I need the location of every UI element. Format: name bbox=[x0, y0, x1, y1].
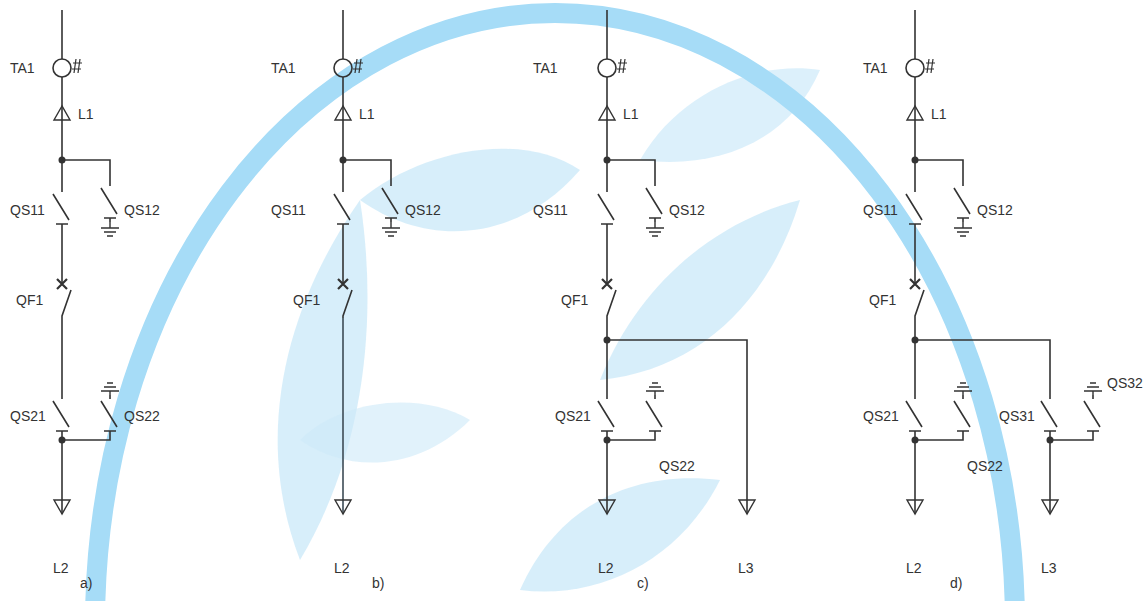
component-label: L1 bbox=[78, 106, 94, 122]
component-label: QF1 bbox=[293, 292, 320, 308]
figure-letter: b) bbox=[372, 575, 384, 591]
diagram-b bbox=[334, 10, 400, 514]
component-label: TA1 bbox=[863, 60, 888, 76]
component-label: QS12 bbox=[405, 202, 441, 218]
component-label: TA1 bbox=[533, 60, 558, 76]
component-label: QS21 bbox=[10, 408, 46, 424]
component-label: L2 bbox=[906, 560, 922, 576]
component-label: TA1 bbox=[10, 60, 35, 76]
figure-letter: a) bbox=[80, 575, 92, 591]
component-label: QS22 bbox=[124, 408, 160, 424]
component-label: QS22 bbox=[967, 458, 1003, 474]
diagram-d bbox=[906, 10, 1102, 514]
figure-letter: d) bbox=[950, 575, 962, 591]
component-label: L1 bbox=[623, 106, 639, 122]
component-label: QS11 bbox=[10, 202, 45, 218]
component-label: L1 bbox=[359, 106, 375, 122]
component-label: QS12 bbox=[124, 202, 160, 218]
figure-letter: c) bbox=[637, 575, 649, 591]
component-label: QS21 bbox=[863, 408, 899, 424]
component-label: QS31 bbox=[999, 408, 1035, 424]
component-label: QF1 bbox=[869, 292, 896, 308]
component-label: QS12 bbox=[669, 202, 705, 218]
diagram-a bbox=[53, 10, 119, 514]
component-label: L2 bbox=[334, 560, 350, 576]
component-label: QS11 bbox=[863, 202, 898, 218]
component-label: TA1 bbox=[271, 60, 296, 76]
component-label: QS22 bbox=[659, 458, 695, 474]
component-label: L1 bbox=[931, 106, 947, 122]
component-label: QS32 bbox=[1107, 375, 1143, 391]
component-label: L3 bbox=[1041, 560, 1057, 576]
component-label: QS11 bbox=[533, 202, 568, 218]
diagram-c bbox=[598, 10, 755, 514]
component-label: L3 bbox=[738, 560, 754, 576]
component-label: QS12 bbox=[977, 202, 1013, 218]
component-label: QF1 bbox=[16, 292, 43, 308]
component-label: QF1 bbox=[561, 292, 588, 308]
watermark bbox=[95, 13, 1015, 601]
component-label: QS21 bbox=[555, 408, 591, 424]
component-label: L2 bbox=[598, 560, 614, 576]
component-label: QS11 bbox=[271, 202, 306, 218]
component-label: L2 bbox=[53, 560, 69, 576]
